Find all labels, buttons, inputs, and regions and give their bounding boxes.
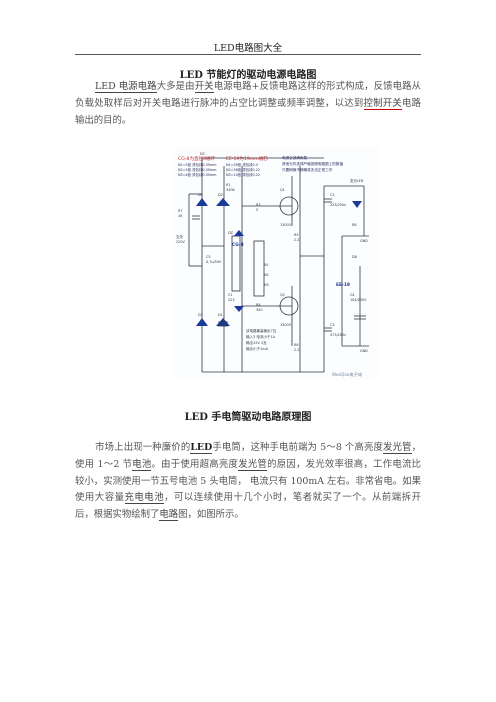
label-n3: N3 bbox=[264, 283, 269, 287]
link-led-power[interactable]: LED 电源电路 bbox=[95, 81, 157, 93]
link-switch[interactable]: 开关 bbox=[194, 81, 214, 93]
label-ee: EE-19 bbox=[336, 282, 350, 288]
label-d2: D2 bbox=[218, 193, 223, 197]
link-circuit[interactable]: 电路 bbox=[159, 509, 179, 522]
label-r8: R8 bbox=[352, 223, 357, 227]
bottom-note-line: 输出小于1mA bbox=[246, 346, 269, 351]
link-rechargeable-battery[interactable]: 充电电池 bbox=[124, 492, 165, 505]
label-r6v: 2.2 bbox=[294, 348, 299, 352]
label-dz: DZ bbox=[228, 231, 234, 235]
label-c3v: 473/250v bbox=[330, 333, 346, 337]
label-c5v: 4.7u/50V bbox=[206, 260, 222, 264]
text-seg: 的原因，发光效率很高，工作电流比较小，实测使用一节五号电池 5 头电筒， 电流只… bbox=[75, 458, 421, 504]
text-seg: ，使用 1～2 节 bbox=[75, 442, 421, 470]
label-d3: D3 bbox=[198, 313, 203, 317]
label-d1: D1 bbox=[218, 313, 223, 317]
link-control-switch[interactable]: 控制开关 bbox=[363, 97, 402, 110]
label-r6: R6 bbox=[294, 343, 299, 347]
link-battery[interactable]: 电池 bbox=[132, 458, 152, 471]
label-n2: N2 bbox=[264, 273, 269, 277]
label-q1: Q1 bbox=[280, 188, 285, 192]
label-r5: R5 bbox=[294, 233, 299, 237]
watermark: WooQoo电子城 bbox=[332, 371, 363, 378]
bottom-note-line: 输出12V 2瓦 bbox=[246, 340, 267, 345]
label-r7v: 1K bbox=[178, 214, 183, 218]
label-r5v: 2.2 bbox=[294, 238, 299, 242]
link-led[interactable]: LED bbox=[190, 442, 213, 454]
label-c2v: 223/250v bbox=[330, 203, 346, 207]
running-header: LED电路图大全 bbox=[213, 43, 283, 54]
note-cg-line: N2=5匝 漆包线0.35mm bbox=[178, 167, 217, 172]
text-seg: 手电筒，这种手电前端为 5～8 个高亮度 bbox=[212, 442, 384, 453]
label-vin: 交流 bbox=[176, 234, 183, 239]
text-seg: ，可以连续使用十几个小时，笔者就买了一个。从前端拆开后，根据实物绘制了 bbox=[75, 492, 421, 521]
note-ee-line: EE-19为19mm磁芯 bbox=[226, 155, 268, 162]
paragraph-led-lamp: LED 电源电路大多是由开关电源电路+反馈电路这样的形式构成，反馈电路从负载处取… bbox=[75, 79, 421, 129]
text-seg: 。由于使用超高亮度 bbox=[151, 458, 239, 470]
label-c5: C5 bbox=[206, 255, 211, 259]
text-seg: 图，如图所示。 bbox=[178, 509, 244, 521]
label-c2: C2 bbox=[330, 193, 335, 197]
label-r1v: 330K bbox=[226, 188, 235, 192]
label-c3: C3 bbox=[330, 323, 335, 327]
text-seg: 电源电路+反馈电路这样的形式构成，反馈电路从负载处取样后对开关电路进行脉冲的占空… bbox=[75, 81, 421, 109]
link-led-tube[interactable]: 发光管 bbox=[383, 442, 412, 454]
label-c4v: 104/250V bbox=[350, 298, 367, 302]
label-r4v: 300 bbox=[256, 308, 262, 312]
label-r4: R4 bbox=[256, 303, 261, 307]
link-led-tube-2[interactable]: 发光管 bbox=[238, 458, 268, 471]
label-d8: D8 bbox=[352, 255, 357, 259]
note-right-line: 其他元件选择严格按照电路图上的数值 bbox=[282, 161, 343, 166]
label-r3: R3 bbox=[256, 203, 261, 207]
bottom-note-line: 该电路最高输出7瓦 bbox=[246, 328, 277, 333]
text-seg: 市场上出现一种廉价的 bbox=[95, 442, 191, 453]
label-c1v: 223 bbox=[228, 298, 234, 302]
label-n1: N1 bbox=[264, 263, 269, 267]
label-q1v: 13003 bbox=[280, 223, 291, 227]
note-ee-line: N1=39匝 漆包线0.3 bbox=[226, 162, 258, 167]
note-cg-line: CG-8为直径8磁环 bbox=[178, 155, 216, 162]
label-q2: Q2 bbox=[280, 293, 285, 297]
label-dc: DC bbox=[200, 152, 206, 156]
circuit-diagram-led-driver: CG-8为直径8磁环 N1=5匝 漆包线0.35mm N2=5匝 漆包线0.35… bbox=[174, 146, 380, 380]
note-cg-line: N3=4匝 漆包线0.35mm bbox=[178, 172, 217, 177]
label-r1: R1 bbox=[226, 183, 231, 187]
note-right-line: 电源全部满负载 bbox=[282, 155, 308, 160]
section-title-flashlight: LED 手电筒驱动电路原理图 bbox=[184, 412, 312, 423]
note-cg-line: N1=5匝 漆包线0.35mm bbox=[178, 162, 217, 167]
label-gnd-2: GND bbox=[360, 349, 368, 353]
label-c4: C4 bbox=[350, 293, 355, 297]
label-d4: D4 bbox=[198, 193, 203, 197]
label-q2v: 13003 bbox=[280, 323, 291, 327]
section-title-led-lamp: LED 节能灯的驱动电源电路图 bbox=[179, 70, 317, 81]
note-right-line: 只要稍微不精确将无法正常工作 bbox=[282, 167, 333, 172]
paragraph-flashlight: 市场上出现一种廉价的LED手电筒，这种手电前端为 5～8 个高亮度发光管，使用 … bbox=[75, 440, 421, 524]
label-vin-v: 220V bbox=[176, 240, 185, 244]
label-gnd: GND bbox=[360, 239, 368, 243]
bottom-note-line: 输入3 电流小于1A bbox=[246, 334, 276, 339]
label-cg: CG-8 bbox=[232, 242, 244, 248]
label-led: 发光LED bbox=[350, 178, 364, 183]
text-seg: 大多是由 bbox=[156, 81, 195, 92]
note-ee-line: N2=36匝 漆包线0.22 bbox=[226, 167, 260, 172]
note-ee-line: N3=10匝 漆包线0.22 bbox=[226, 172, 260, 177]
header-rule bbox=[75, 54, 421, 55]
label-r3v: 5 bbox=[256, 208, 258, 212]
label-c1: C1 bbox=[228, 293, 233, 297]
label-r7: R7 bbox=[178, 209, 183, 213]
text-seg: 电路输出的目的。 bbox=[75, 97, 421, 126]
circuit-svg: CG-8为直径8磁环 N1=5匝 漆包线0.35mm N2=5匝 漆包线0.35… bbox=[176, 152, 369, 378]
